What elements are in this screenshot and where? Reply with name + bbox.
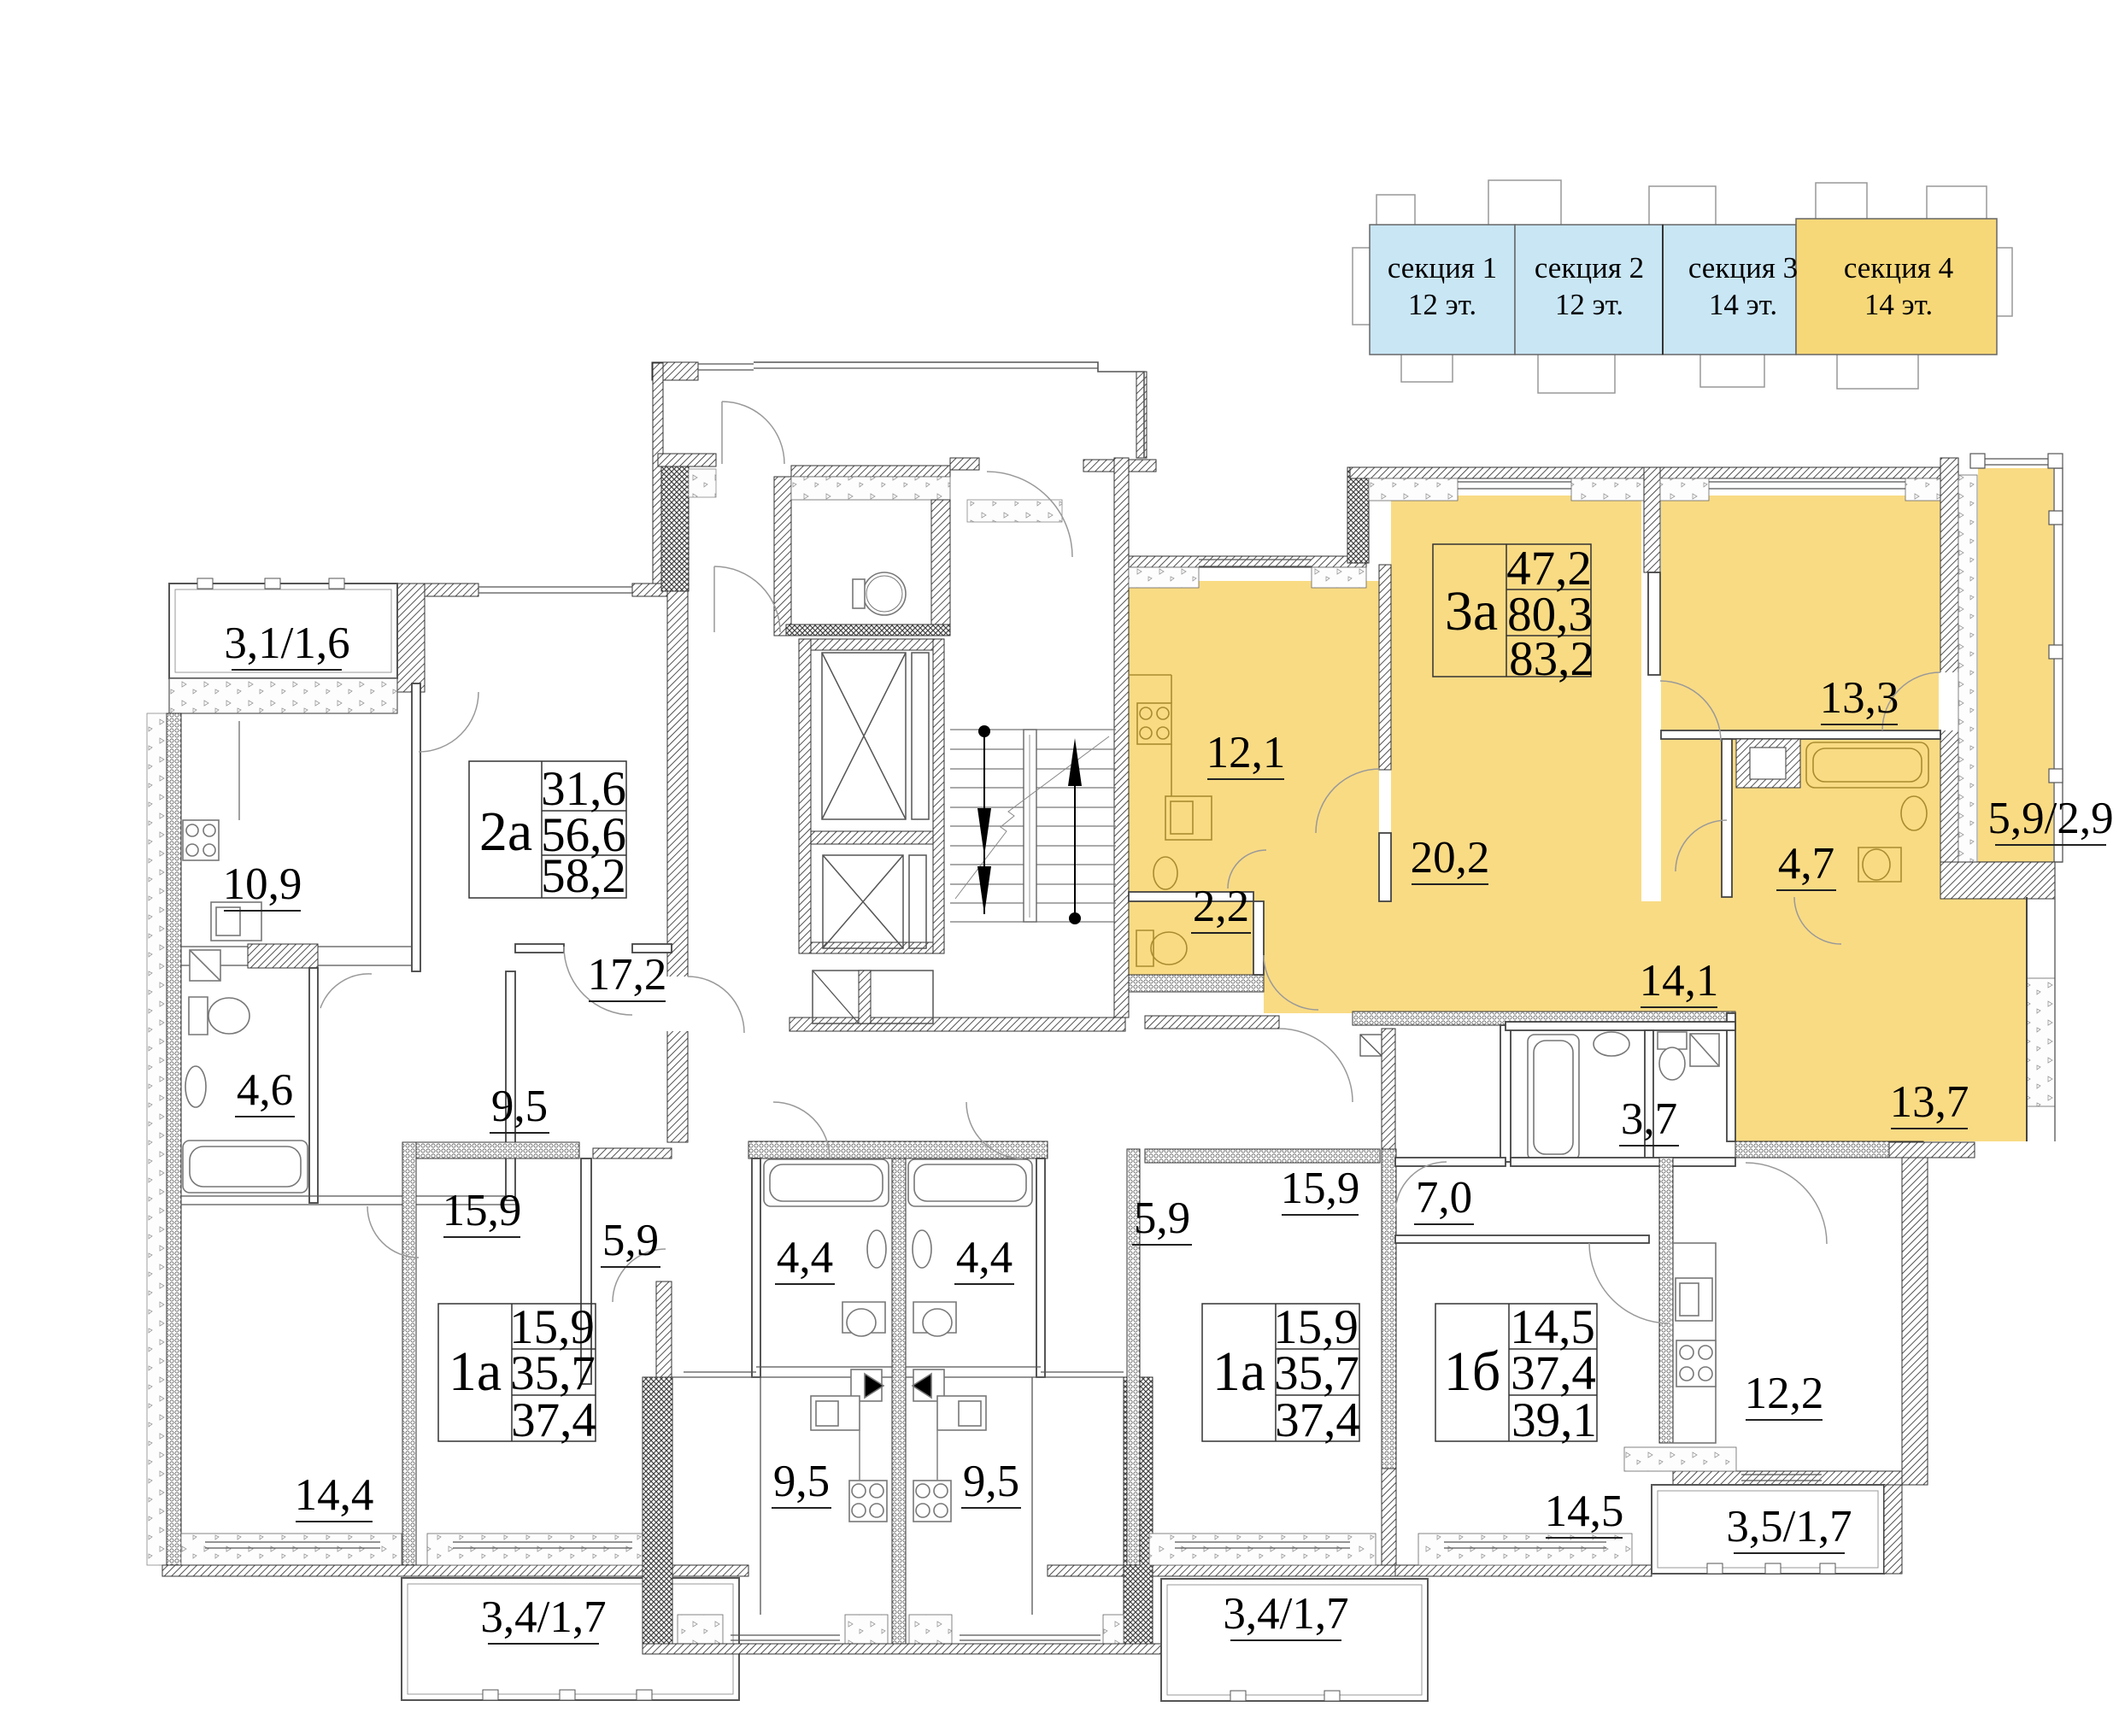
svg-text:47,2: 47,2 [1506,542,1592,595]
svg-text:секция 3: секция 3 [1688,251,1798,284]
svg-text:13,7: 13,7 [1890,1077,1969,1127]
svg-text:1а: 1а [449,1340,502,1403]
svg-text:12 эт.: 12 эт. [1555,288,1623,321]
svg-text:14,5: 14,5 [1545,1487,1624,1536]
svg-text:3,7: 3,7 [1621,1094,1677,1144]
svg-text:12,1: 12,1 [1206,728,1286,777]
svg-text:4,4: 4,4 [777,1233,833,1282]
svg-text:4,4: 4,4 [956,1233,1013,1282]
svg-text:1а: 1а [1212,1340,1265,1403]
svg-text:14 эт.: 14 эт. [1709,288,1777,321]
svg-text:5,9/2,9: 5,9/2,9 [1987,794,2113,843]
svg-text:3,1/1,6: 3,1/1,6 [224,619,349,668]
svg-text:56,6: 56,6 [541,808,626,862]
svg-text:14,1: 14,1 [1640,956,1719,1006]
svg-text:12,2: 12,2 [1745,1369,1824,1418]
svg-text:2а: 2а [479,801,532,863]
svg-text:5,9: 5,9 [602,1216,659,1265]
svg-text:80,3: 80,3 [1507,588,1593,642]
svg-text:39,1: 39,1 [1511,1393,1597,1447]
svg-text:3,5/1,7: 3,5/1,7 [1726,1502,1852,1551]
svg-text:3,4/1,7: 3,4/1,7 [480,1592,606,1642]
svg-text:9,5: 9,5 [773,1457,830,1506]
svg-text:15,9: 15,9 [1281,1164,1360,1213]
svg-text:37,4: 37,4 [1511,1346,1596,1400]
svg-text:10,9: 10,9 [223,859,302,909]
svg-text:15,9: 15,9 [1273,1300,1359,1354]
svg-text:31,6: 31,6 [541,762,626,816]
svg-text:4,6: 4,6 [237,1065,293,1115]
svg-text:35,7: 35,7 [510,1346,596,1400]
svg-text:37,4: 37,4 [511,1393,596,1447]
svg-text:15,9: 15,9 [443,1186,522,1235]
svg-text:14,5: 14,5 [1510,1300,1595,1354]
svg-text:3,4/1,7: 3,4/1,7 [1223,1589,1348,1639]
svg-text:37,4: 37,4 [1275,1393,1360,1447]
svg-text:7,0: 7,0 [1416,1173,1472,1223]
svg-text:12 эт.: 12 эт. [1408,288,1476,321]
svg-text:13,3: 13,3 [1820,673,1899,723]
svg-text:20,2: 20,2 [1411,833,1490,883]
svg-text:9,5: 9,5 [963,1457,1019,1506]
svg-text:секция 2: секция 2 [1535,251,1644,284]
svg-text:4,7: 4,7 [1778,839,1834,889]
svg-text:35,7: 35,7 [1274,1346,1359,1400]
svg-text:83,2: 83,2 [1509,632,1594,686]
svg-text:секция 1: секция 1 [1388,251,1497,284]
svg-text:9,5: 9,5 [491,1082,548,1131]
svg-text:2,2: 2,2 [1193,882,1249,931]
svg-text:3а: 3а [1445,580,1498,642]
svg-text:15,9: 15,9 [509,1300,595,1354]
svg-text:5,9: 5,9 [1134,1194,1190,1243]
svg-text:14 эт.: 14 эт. [1864,288,1933,321]
svg-text:1б: 1б [1444,1340,1501,1403]
svg-text:секция 4: секция 4 [1844,251,1953,284]
svg-text:17,2: 17,2 [588,950,667,1000]
svg-text:58,2: 58,2 [541,849,626,903]
svg-text:14,4: 14,4 [295,1470,374,1520]
